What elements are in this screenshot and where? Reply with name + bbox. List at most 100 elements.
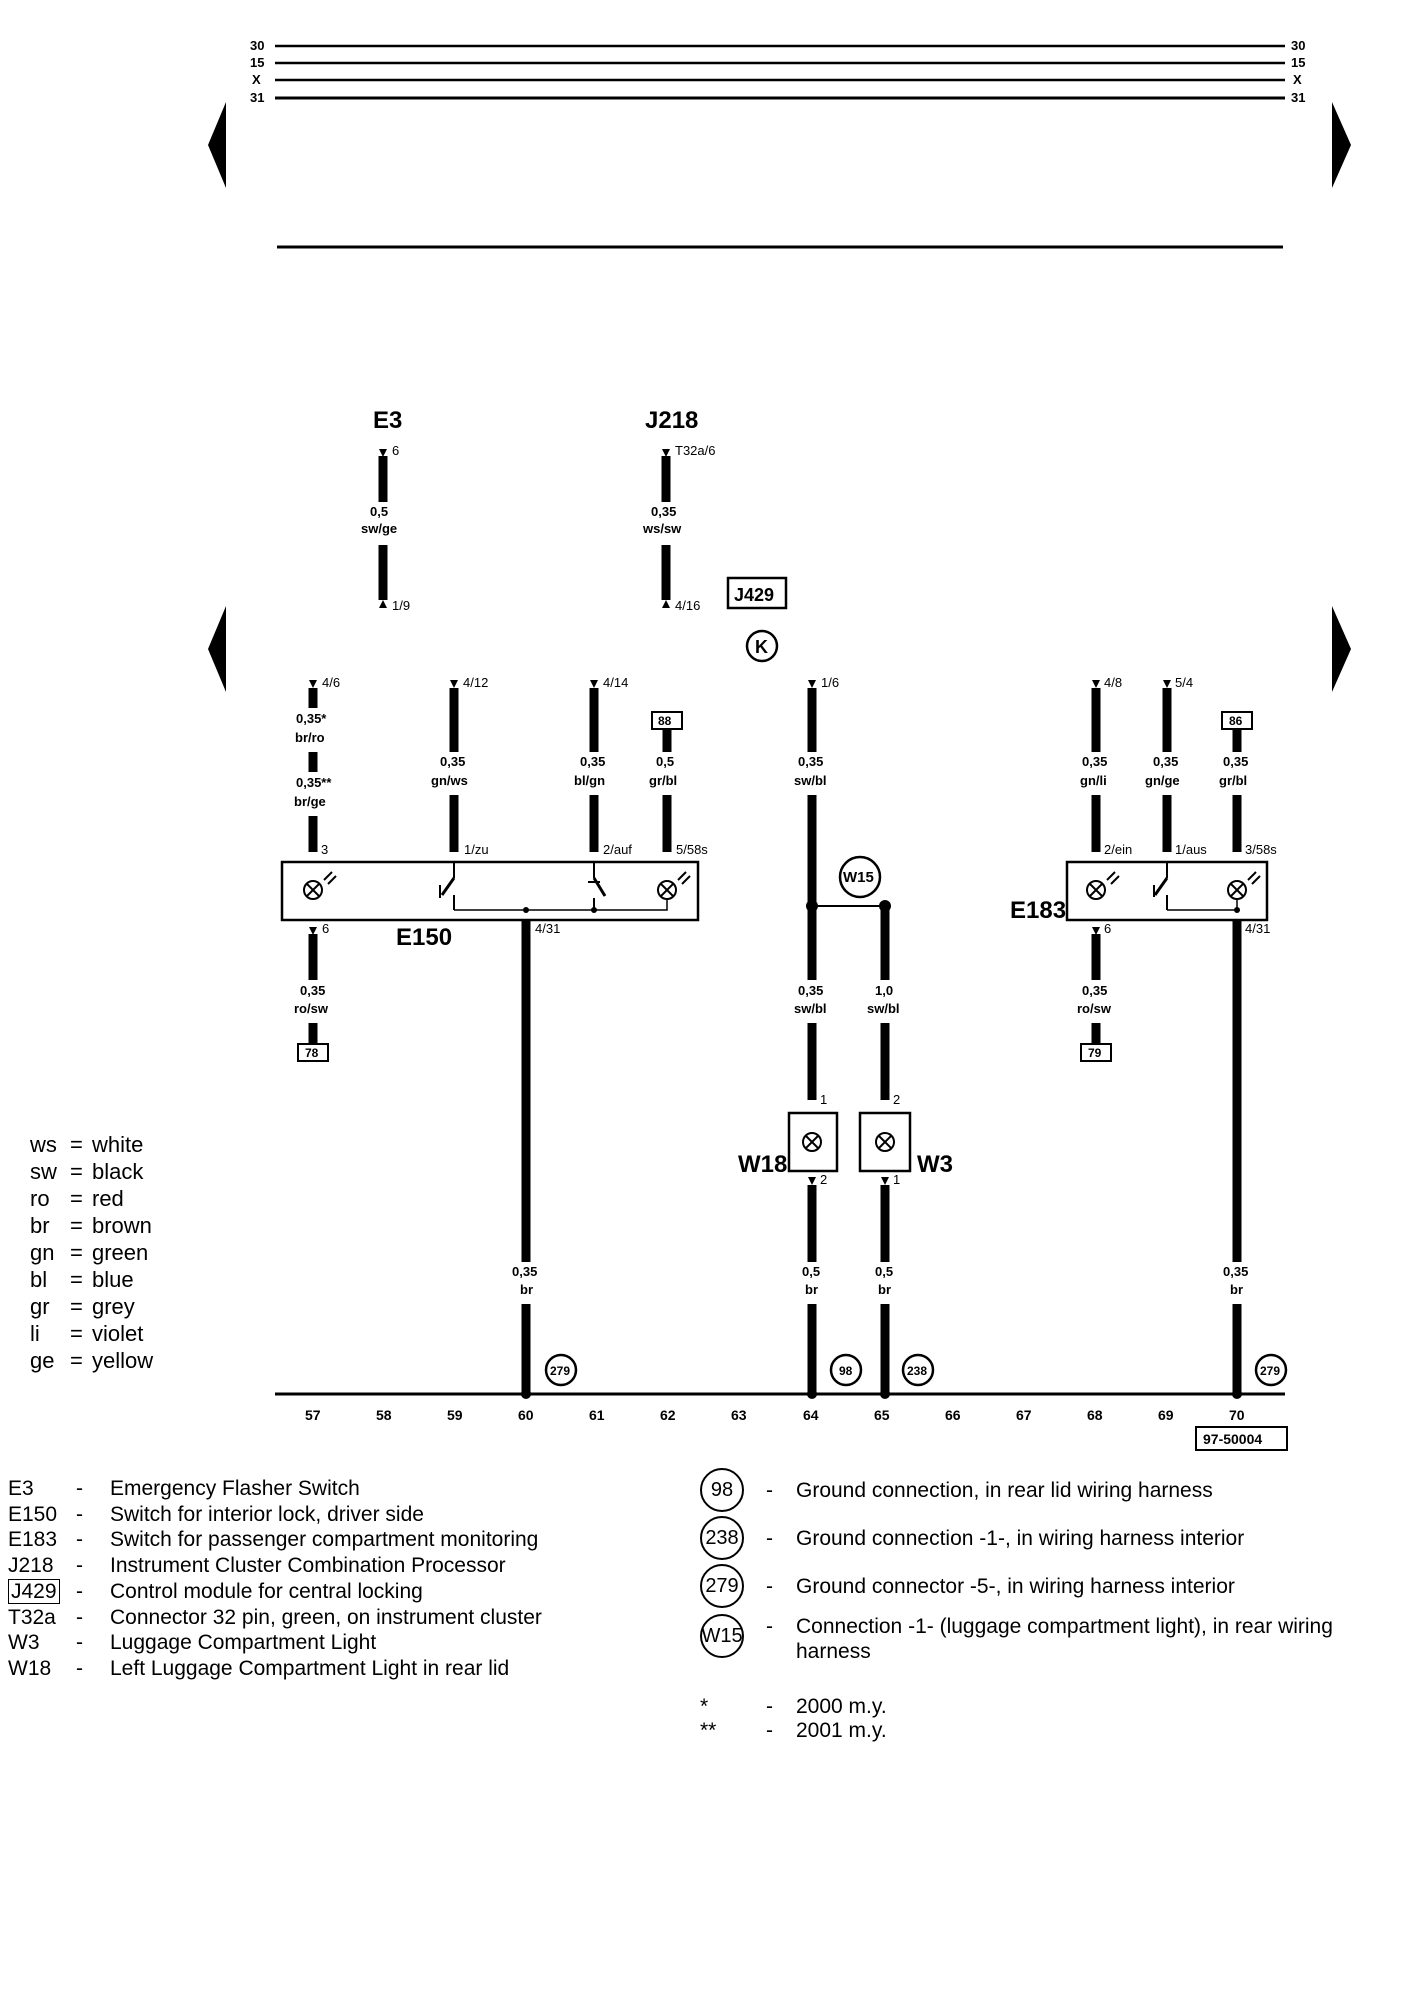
pin-w18-2: 2 — [820, 1172, 827, 1187]
wire-track-60: 4/31 0,35 br 279 — [512, 920, 578, 1399]
legend-equals: = — [70, 1186, 83, 1211]
wire-h-color: gr/bl — [1219, 773, 1247, 788]
component-code: E183 — [8, 1528, 58, 1552]
track-64: 64 — [803, 1407, 819, 1423]
ground-row: W15-Connection -1- (luggage compartment … — [700, 1610, 1390, 1680]
pin-e150-3: 3 — [321, 842, 328, 857]
ground-circle-icon: W15 — [700, 1614, 744, 1658]
pin-e183-3-58s: 3/58s — [1245, 842, 1277, 857]
w3-light: W3 — [858, 1111, 953, 1178]
pin-e150-6: 6 — [322, 921, 329, 936]
component-row: J218-Instrument Cluster Combination Proc… — [8, 1553, 542, 1579]
component-desc: Control module for central locking — [110, 1579, 423, 1603]
component-desc: Instrument Cluster Combination Processor — [110, 1554, 506, 1578]
legend-row: br=brown — [30, 1212, 153, 1239]
component-code-boxed: J429 — [8, 1578, 60, 1604]
ground-dash: - — [766, 1526, 773, 1550]
note-dash: - — [766, 1695, 773, 1718]
component-desc: Luggage Compartment Light — [110, 1631, 377, 1655]
wire-e3-color: sw/ge — [361, 521, 397, 536]
note-row: *-2000 m.y. — [700, 1694, 1390, 1718]
ground-desc: Ground connector -5-, in wiring harness … — [796, 1574, 1235, 1598]
legend-name: blue — [92, 1267, 134, 1292]
ground-dash: - — [766, 1615, 773, 1638]
legend-name: grey — [92, 1294, 135, 1319]
pin-e150-5-58s: 5/58s — [676, 842, 708, 857]
w18-light: W18 — [738, 1111, 839, 1178]
component-row: J429-Control module for central locking — [8, 1578, 542, 1605]
wire-m-color: br — [520, 1282, 533, 1297]
ground-circle-icon: 279 — [700, 1564, 744, 1608]
ref-79: 79 — [1088, 1046, 1102, 1060]
pin-4-12: 4/12 — [463, 675, 488, 690]
component-row: E3-Emergency Flasher Switch — [8, 1476, 542, 1502]
wire-f-size: 0,35 — [1082, 754, 1107, 769]
rail-label-x-left: X — [252, 72, 261, 87]
wire-a1-color: br/ro — [295, 730, 325, 745]
wire-n-size: 0,5 — [802, 1264, 820, 1279]
wire-g-size: 0,35 — [1153, 754, 1178, 769]
component-row: T32a-Connector 32 pin, green, on instrum… — [8, 1605, 542, 1631]
track-62: 62 — [660, 1407, 676, 1423]
legend-code: ro — [30, 1186, 50, 1211]
page-arrow-left-top-icon[interactable] — [208, 102, 226, 188]
rail-label-31-right: 31 — [1291, 90, 1305, 105]
lamp-icon — [657, 871, 691, 900]
pin-1-6: 1/6 — [821, 675, 839, 690]
ground-dash: - — [766, 1478, 773, 1502]
page-arrow-left-mid-icon[interactable] — [208, 606, 226, 692]
label-j429: J429 — [734, 585, 774, 605]
wire-track-70: 4/31 0,35 br 279 — [1223, 920, 1288, 1399]
rail-label-31-left: 31 — [250, 90, 264, 105]
wire-e-size: 0,35 — [798, 754, 823, 769]
wire-b-size: 0,35 — [440, 754, 465, 769]
pin-4-14: 4/14 — [603, 675, 628, 690]
component-code: W3 — [8, 1631, 40, 1655]
track-69: 69 — [1158, 1407, 1174, 1423]
wire-l-color: ro/sw — [1077, 1001, 1112, 1016]
pin-e183-2ein: 2/ein — [1104, 842, 1132, 857]
component-dash: - — [76, 1502, 83, 1526]
track-67: 67 — [1016, 1407, 1032, 1423]
rail-label-15-left: 15 — [250, 55, 264, 70]
track-68: 68 — [1087, 1407, 1103, 1423]
wire-e3-size: 0,5 — [370, 504, 388, 519]
legend-equals: = — [70, 1132, 83, 1157]
page-arrow-right-top-icon[interactable] — [1332, 102, 1351, 188]
component-desc: Left Luggage Compartment Light in rear l… — [110, 1656, 510, 1680]
wire-i-size: 0,35 — [300, 983, 325, 998]
legend-name: red — [92, 1186, 124, 1211]
lamp-icon — [303, 871, 337, 900]
track-65: 65 — [874, 1407, 890, 1423]
wire-a2-color: br/ge — [294, 794, 326, 809]
ref-88: 88 — [658, 714, 672, 728]
component-row: E150- Switch for interior lock, driver si… — [8, 1502, 542, 1528]
e3-branch: E3 6 0,5 sw/ge 1/9 — [361, 407, 410, 613]
pin-5-4: 5/4 — [1175, 675, 1193, 690]
legend-row: sw=black — [30, 1158, 153, 1185]
wire-f-color: gn/li — [1080, 773, 1107, 788]
wire-k-size: 1,0 — [875, 983, 893, 998]
wire-track-69: 5/4 0,35 gn/ge 1/aus — [1145, 675, 1207, 857]
wire-d-color: gr/bl — [649, 773, 677, 788]
legend-equals: = — [70, 1321, 83, 1346]
note-symbol: * — [700, 1695, 709, 1718]
component-code: J218 — [8, 1554, 54, 1578]
ground-row: 238-Ground connection -1-, in wiring har… — [700, 1514, 1390, 1562]
rail-label-30-right: 30 — [1291, 38, 1305, 53]
component-desc: Emergency Flasher Switch — [110, 1477, 360, 1500]
component-dash: - — [76, 1631, 83, 1655]
switch-zu-icon — [439, 862, 456, 910]
component-code: E150 — [8, 1502, 58, 1526]
page-arrow-right-mid-icon[interactable] — [1332, 606, 1351, 692]
component-desc: Switch for interior lock, driver side — [110, 1502, 424, 1526]
legend-code: gn — [30, 1240, 55, 1265]
track-57: 57 — [305, 1407, 321, 1423]
pin-4-8: 4/8 — [1104, 675, 1122, 690]
pin-e3-1-9: 1/9 — [392, 598, 410, 613]
legend-row: li=violet — [30, 1320, 153, 1347]
wire-m-size: 0,35 — [512, 1264, 537, 1279]
k-symbol-icon: K — [745, 629, 779, 663]
track-70: 70 — [1229, 1407, 1245, 1423]
